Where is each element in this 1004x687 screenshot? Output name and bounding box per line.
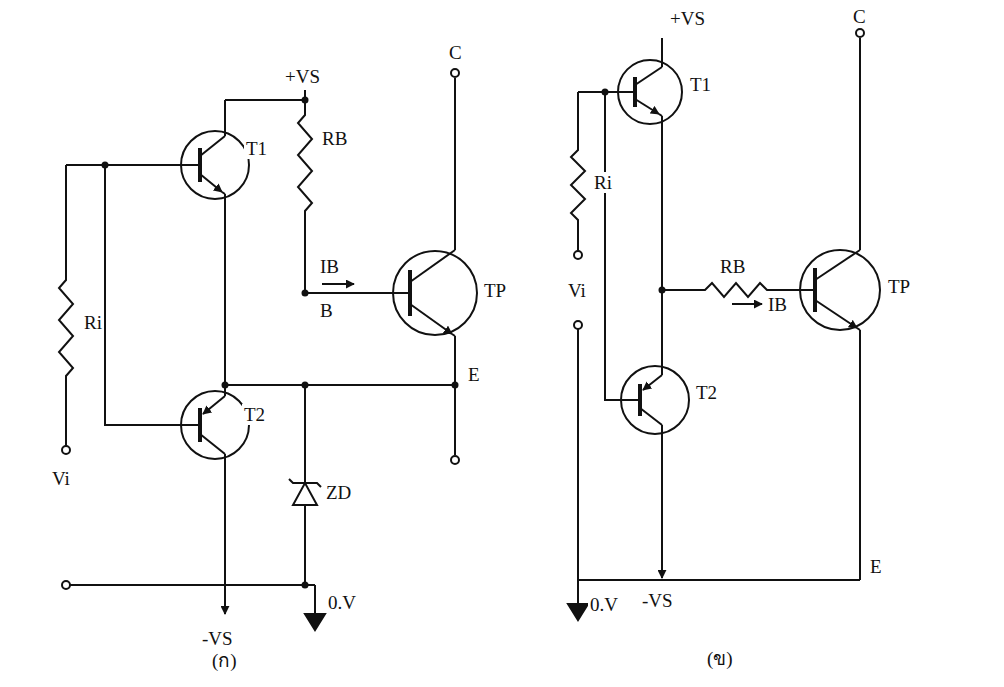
circuit-label: Ri [592, 172, 614, 193]
circuit-label: Vi [50, 468, 72, 489]
circuit-label: Vi [566, 280, 588, 301]
circuit-label: E [466, 364, 482, 385]
transistor-t2 [181, 391, 249, 459]
power-transistor [800, 250, 880, 330]
circuit-label: T2 [694, 382, 719, 403]
circuit-label: T1 [244, 138, 269, 159]
zener-symbol [293, 483, 317, 505]
circuit-label: +VS [283, 66, 322, 87]
circuit-label: 0.V [326, 592, 358, 613]
circuit-label: ZD [324, 482, 353, 503]
circuit-label: E [868, 556, 884, 577]
circuit-label: TP [886, 276, 912, 297]
transistor-t2 [621, 366, 689, 434]
resistor-symbol [298, 100, 312, 293]
circuit-label: TP [482, 280, 508, 301]
circuit-label: RB [320, 128, 349, 149]
circuit-label: -VS [640, 590, 675, 611]
circuit-label: Ri [82, 312, 104, 333]
circuit-label: IB [318, 256, 341, 277]
resistor-symbol [571, 92, 585, 251]
circuit-label: C [851, 6, 868, 27]
circuit-label: 0.V [588, 594, 620, 615]
circuit-label: T1 [688, 74, 713, 95]
circuit-label: IB [766, 294, 789, 315]
resistor-symbol [662, 283, 815, 297]
circuit-label: -VS [200, 628, 235, 649]
circuit-label: RB [718, 256, 747, 277]
circuit-label: B [318, 300, 335, 321]
circuit-label: (ข) [705, 648, 735, 669]
circuit-label: T2 [242, 404, 267, 425]
power-transistor [393, 251, 477, 335]
resistor-symbol [59, 165, 73, 446]
circuit-label: +VS [668, 8, 707, 29]
circuit-label: (ก) [210, 650, 239, 671]
circuit-label: C [447, 42, 464, 63]
